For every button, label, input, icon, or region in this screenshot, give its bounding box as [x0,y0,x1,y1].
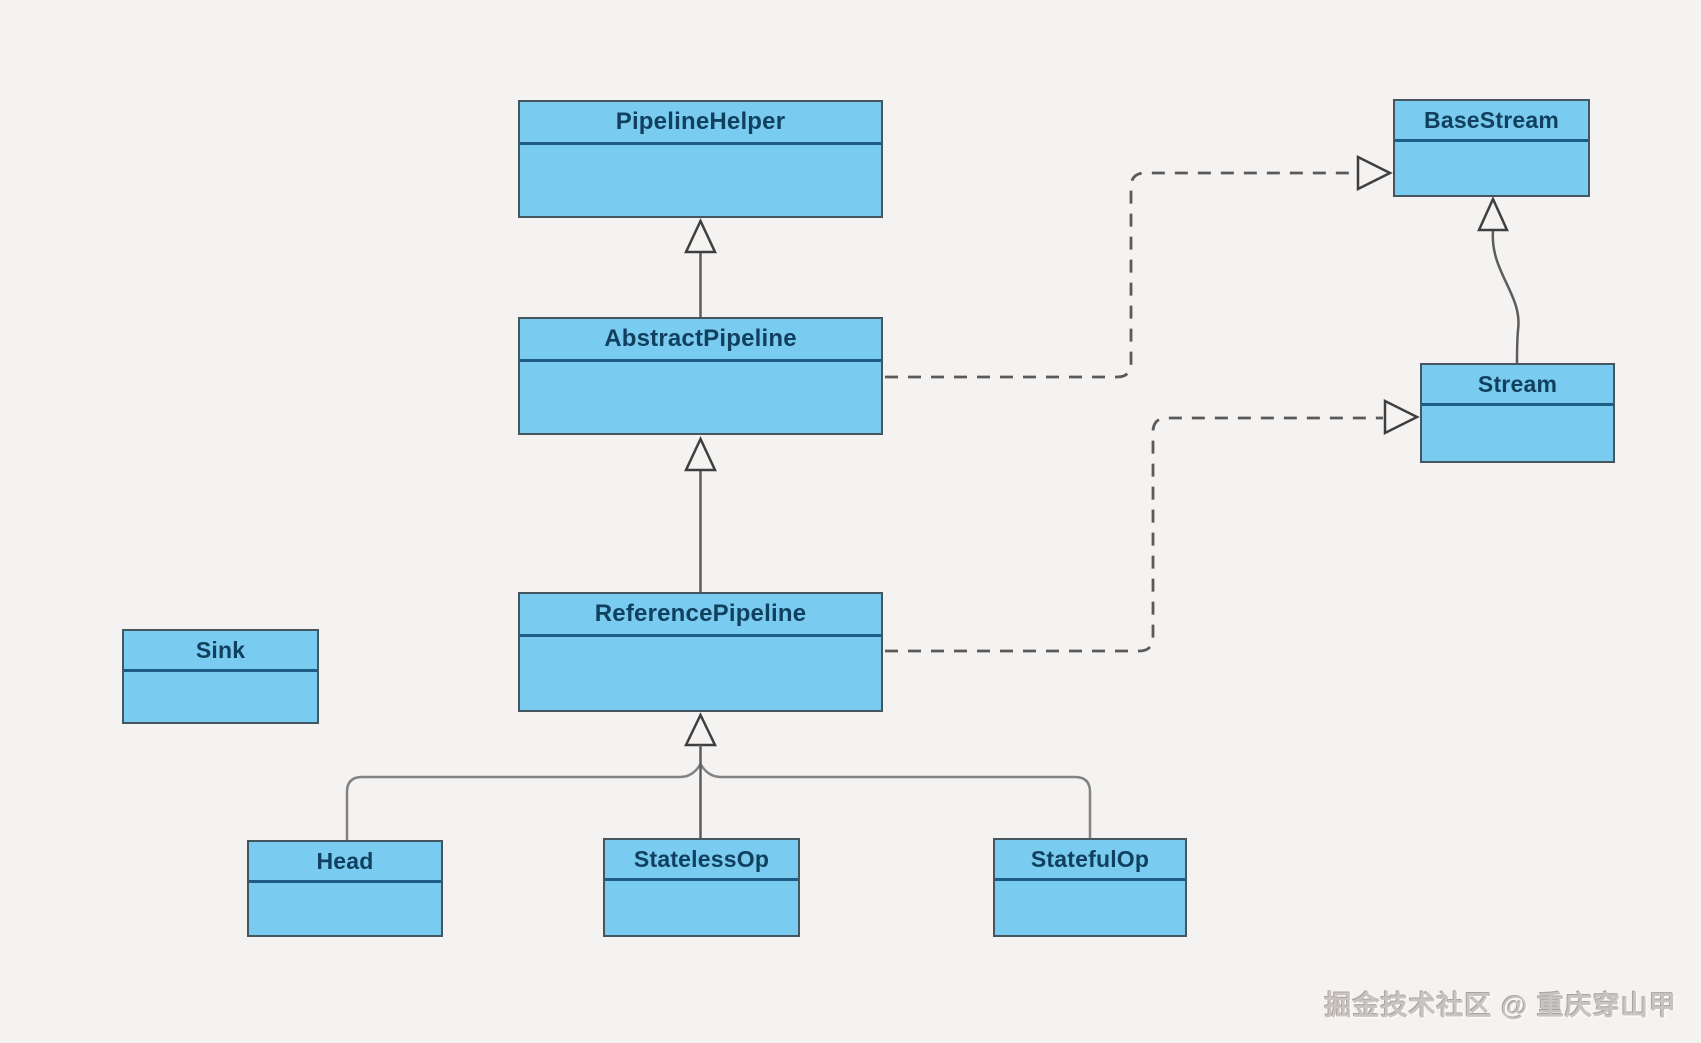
class-title: ReferencePipeline [520,594,881,637]
realization-referencepipeline-stream [885,398,1420,653]
hollow-triangle-icon [684,436,717,472]
class-box-stateless-op: StatelessOp [603,838,800,937]
generalization-children-referencepipeline [345,712,1092,841]
class-box-abstract-pipeline: AbstractPipeline [518,317,883,435]
class-title: Stream [1422,365,1613,406]
class-title: PipelineHelper [520,102,881,145]
class-box-stream: Stream [1420,363,1615,463]
class-box-pipeline-helper: PipelineHelper [518,100,883,218]
hollow-triangle-icon [1477,195,1509,232]
class-box-reference-pipeline: ReferencePipeline [518,592,883,712]
class-box-sink: Sink [122,629,319,724]
class-title: StatefulOp [995,840,1185,881]
class-title: StatelessOp [605,840,798,881]
class-title: AbstractPipeline [520,319,881,362]
hollow-triangle-icon [684,218,717,254]
watermark-text: 掘金技术社区 @ 重庆穿山甲 [1324,991,1677,1021]
class-title: Sink [124,631,317,672]
class-box-stateful-op: StatefulOp [993,838,1187,937]
hollow-arrowhead-icon [1383,398,1420,436]
hollow-arrowhead-icon [1356,154,1393,192]
generalization-abstractpipeline-pipelinehelper [684,218,717,317]
class-box-head: Head [247,840,443,937]
hollow-triangle-icon [684,712,717,747]
generalization-referencepipeline-abstractpipeline [684,436,717,592]
class-title: BaseStream [1395,101,1588,142]
class-title: Head [249,842,441,883]
class-box-base-stream: BaseStream [1393,99,1590,197]
realization-abstractpipeline-basestream [885,154,1393,379]
generalization-stream-basestream [1477,195,1520,364]
